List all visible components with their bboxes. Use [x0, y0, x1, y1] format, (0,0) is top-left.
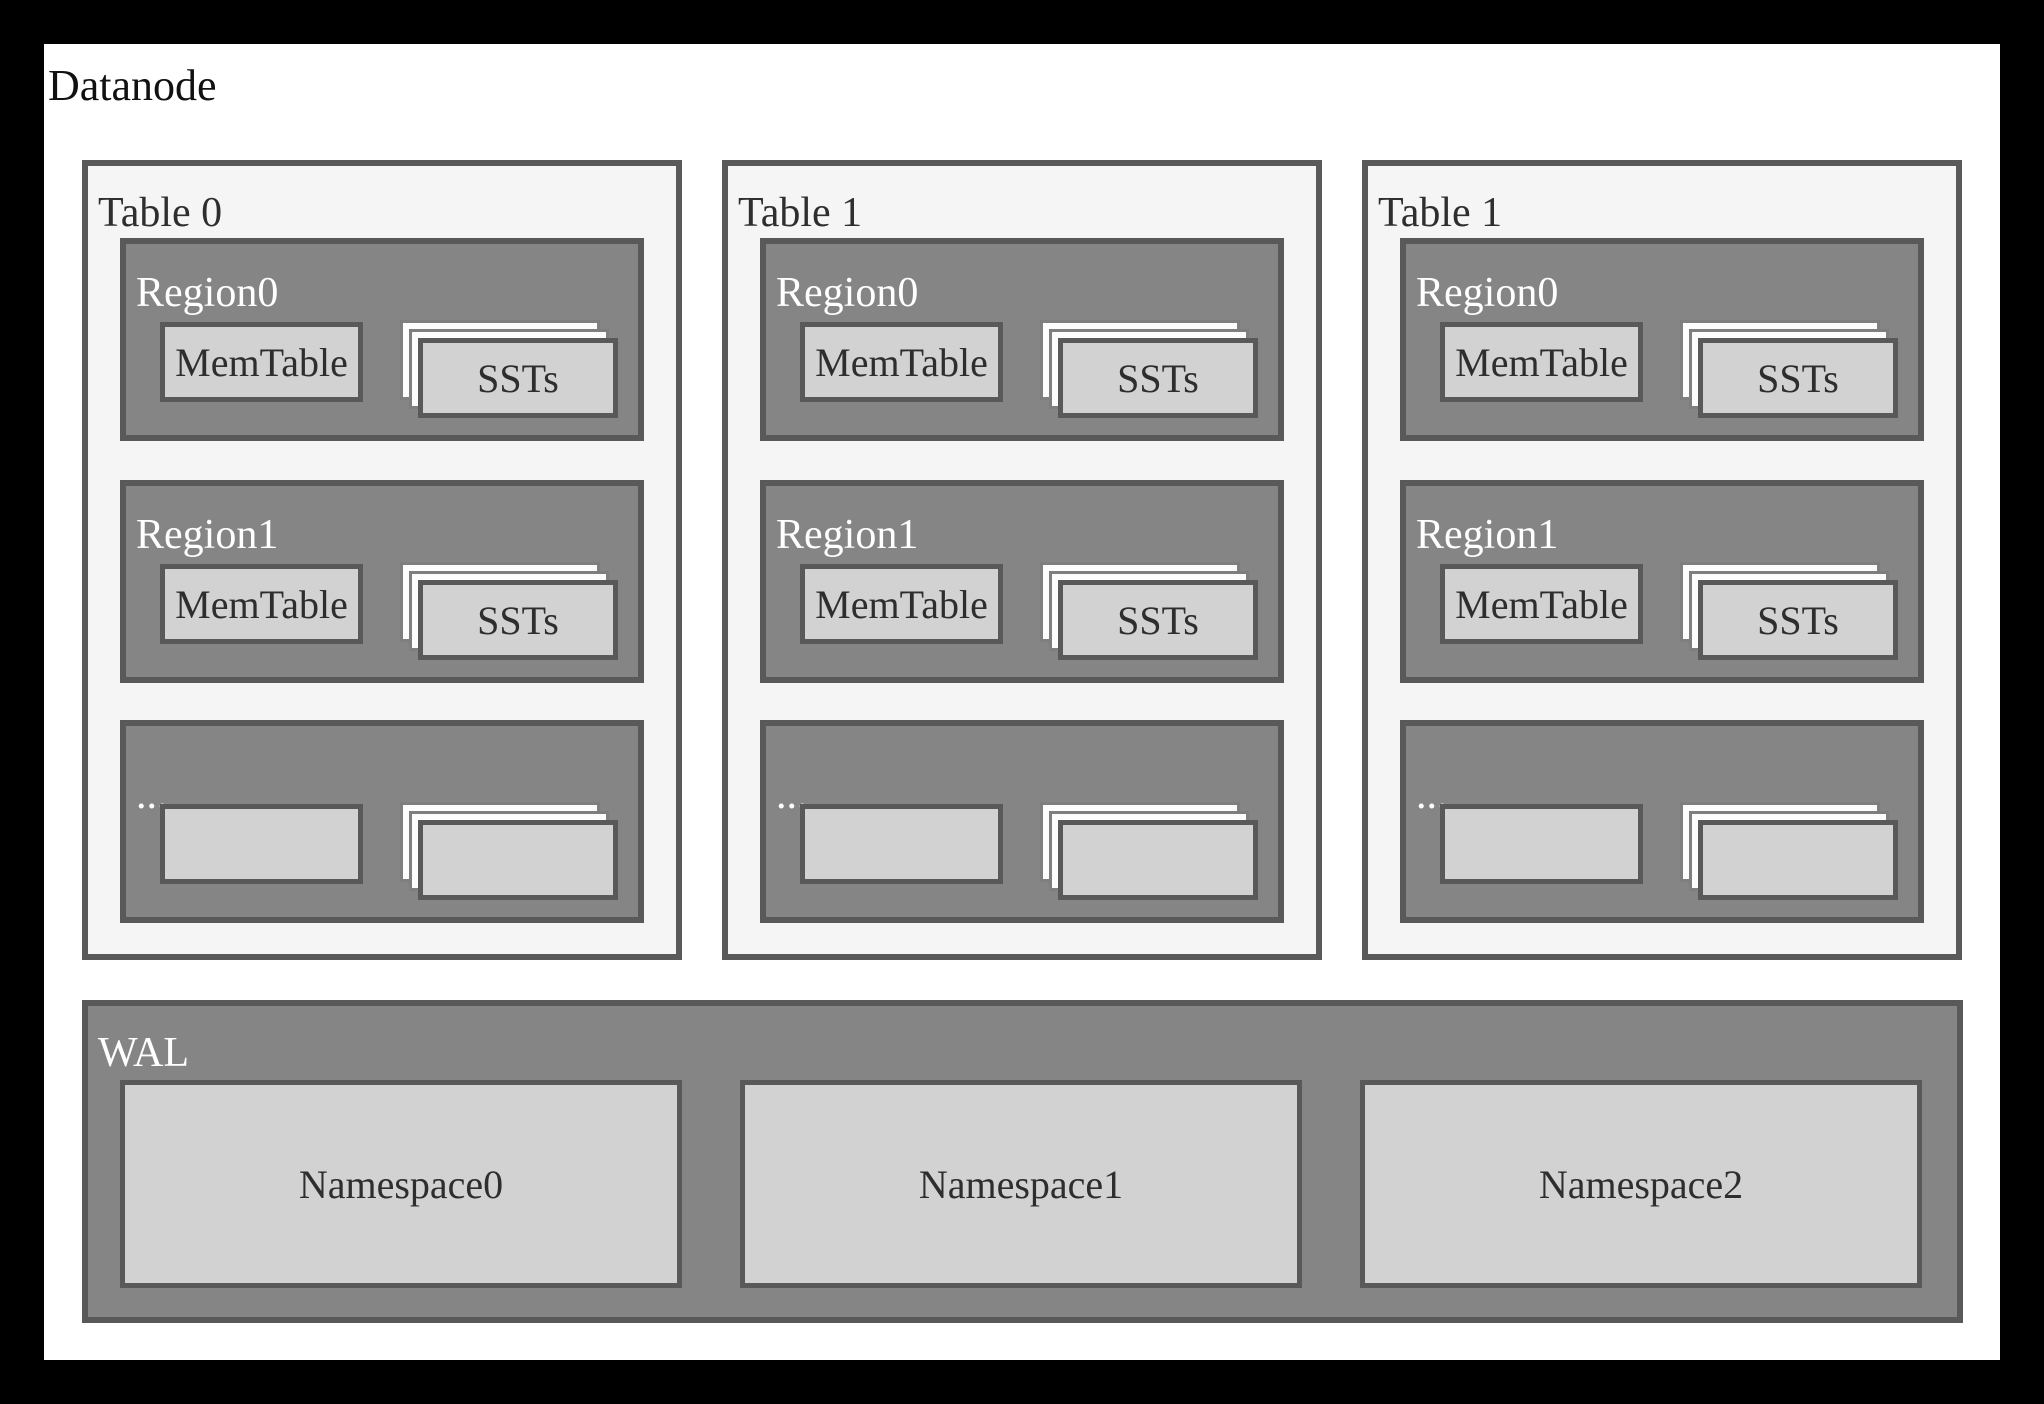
table-0-region-1-ssts-stack: SSTs [400, 562, 624, 666]
table-0-region-1: Region1 MemTable SSTs [120, 480, 644, 683]
wal-namespace-2: Namespace2 [1360, 1080, 1922, 1288]
table-0-region-more: ... [120, 720, 644, 923]
table-1-region-1-ssts: SSTs [1058, 580, 1258, 660]
table-0-region-more-ssts-stack [400, 802, 624, 906]
wal-box: WAL Namespace0 Namespace1 Namespace2 [82, 1000, 1963, 1323]
table-0-label: Table 0 [98, 190, 223, 236]
wal-namespace-0: Namespace0 [120, 1080, 682, 1288]
datanode-title: Datanode [48, 61, 217, 110]
table-0-region-0: Region0 MemTable SSTs [120, 238, 644, 441]
table-1-region-more-ssts-stack [1040, 802, 1264, 906]
table-0-region-more-ssts [418, 820, 618, 900]
table-2-region-1-label: Region1 [1416, 512, 1559, 558]
table-1-region-more: ... [760, 720, 1284, 923]
table-0-box: Table 0 Region0 MemTable SSTs Region1 Me… [82, 160, 682, 960]
wal-label: WAL [98, 1030, 189, 1076]
table-1-region-0-memtable: MemTable [800, 322, 1003, 402]
table-1-region-0-label: Region0 [776, 270, 919, 316]
table-0-region-0-ssts: SSTs [418, 338, 618, 418]
wal-namespace-1: Namespace1 [740, 1080, 1302, 1288]
table-2-region-0: Region0 MemTable SSTs [1400, 238, 1924, 441]
table-2-region-0-label: Region0 [1416, 270, 1559, 316]
table-2-box: Table 1 Region0 MemTable SSTs Region1 Me… [1362, 160, 1962, 960]
table-2-region-0-ssts: SSTs [1698, 338, 1898, 418]
table-0-region-0-ssts-stack: SSTs [400, 320, 624, 424]
table-2-region-0-memtable: MemTable [1440, 322, 1643, 402]
table-0-region-0-label: Region0 [136, 270, 279, 316]
table-1-region-0: Region0 MemTable SSTs [760, 238, 1284, 441]
table-2-region-more: ... [1400, 720, 1924, 923]
table-0-region-more-memtable [160, 804, 363, 884]
table-1-region-1: Region1 MemTable SSTs [760, 480, 1284, 683]
table-0-region-1-label: Region1 [136, 512, 279, 558]
table-0-region-0-memtable: MemTable [160, 322, 363, 402]
table-2-region-1-ssts-stack: SSTs [1680, 562, 1904, 666]
datanode-canvas: Datanode Table 0 Region0 MemTable SSTs R… [44, 44, 2000, 1360]
table-1-region-1-label: Region1 [776, 512, 919, 558]
table-1-region-0-ssts-stack: SSTs [1040, 320, 1264, 424]
table-2-region-0-ssts-stack: SSTs [1680, 320, 1904, 424]
table-2-region-1-ssts: SSTs [1698, 580, 1898, 660]
table-2-region-more-ssts-stack [1680, 802, 1904, 906]
table-1-region-1-ssts-stack: SSTs [1040, 562, 1264, 666]
table-2-label: Table 1 [1378, 190, 1503, 236]
table-2-region-1-memtable: MemTable [1440, 564, 1643, 644]
table-1-region-more-ssts [1058, 820, 1258, 900]
table-2-region-more-memtable [1440, 804, 1643, 884]
table-2-region-1: Region1 MemTable SSTs [1400, 480, 1924, 683]
table-2-region-more-ssts [1698, 820, 1898, 900]
table-1-label: Table 1 [738, 190, 863, 236]
table-1-region-0-ssts: SSTs [1058, 338, 1258, 418]
table-0-region-1-memtable: MemTable [160, 564, 363, 644]
table-1-region-1-memtable: MemTable [800, 564, 1003, 644]
table-1-region-more-memtable [800, 804, 1003, 884]
table-1-box: Table 1 Region0 MemTable SSTs Region1 Me… [722, 160, 1322, 960]
table-0-region-1-ssts: SSTs [418, 580, 618, 660]
